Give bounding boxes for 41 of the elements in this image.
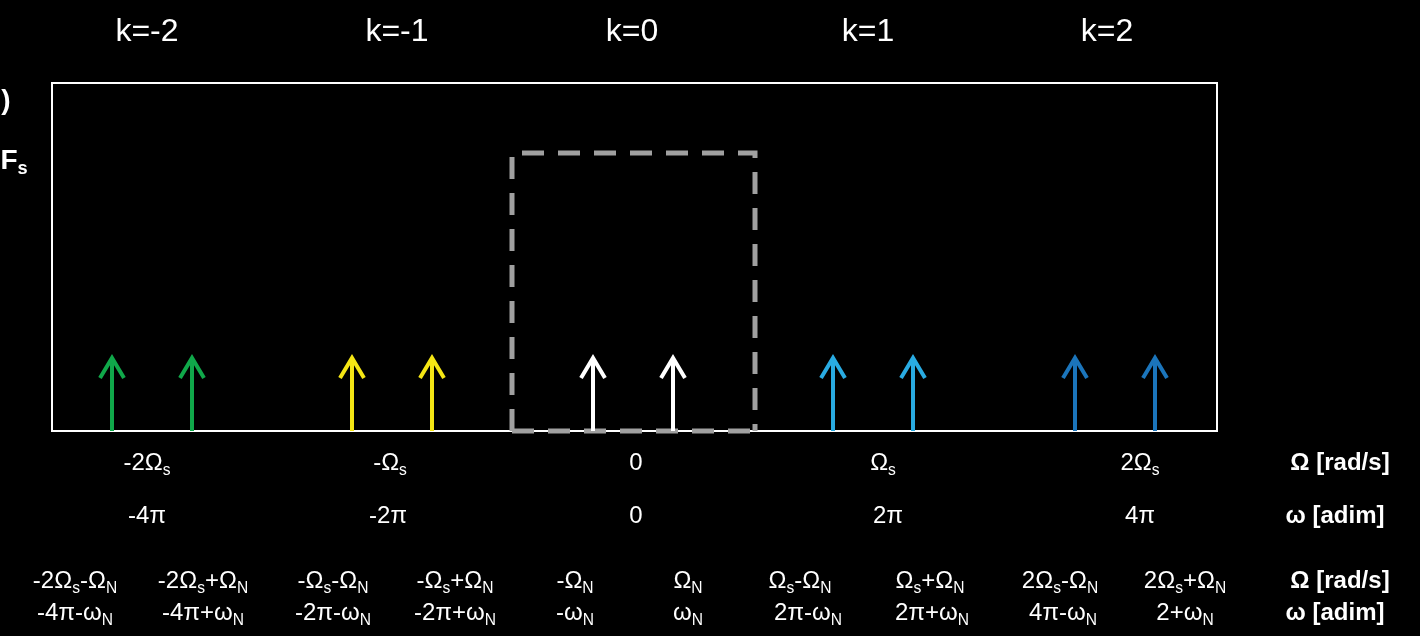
tick-label: 4π [1125,503,1155,527]
axis-label-fragment: F$_{s}$ [0,146,28,174]
axis-label-fragment: ) [1,86,11,114]
tick-label: -2π+ω$_{N}$ [414,600,496,624]
tick-label: Ω$_{s}$+Ω$_{N}$ [895,568,965,592]
k-label: k=-1 [365,14,429,46]
axis-unit-label: Ω [rad/s] [1290,450,1390,474]
tick-label: -Ω$_{s}$+Ω$_{N}$ [416,568,494,592]
tick-label: -Ω$_{s}$ [373,450,407,474]
tick-label: 2Ω$_{s}$-Ω$_{N}$ [1021,568,1099,592]
tick-label: -2Ω$_{s}$-Ω$_{N}$ [32,568,118,592]
tick-label: 2+ω$_{N}$ [1156,600,1214,624]
tick-label: -4π [128,503,166,527]
tick-label: 0 [629,450,643,474]
tick-label: Ω$_{s}$-Ω$_{N}$ [768,568,832,592]
axis-unit-label: ω [adim] [1285,600,1385,624]
tick-label: -4π-ω$_{N}$ [37,600,113,624]
tick-label: Ω$_{N}$ [673,568,703,592]
tick-label: -ω$_{N}$ [556,600,594,624]
tick-label: -Ω$_{N}$ [556,568,594,592]
k-label: k=2 [1080,14,1134,46]
tick-label: 0 [629,503,643,527]
tick-label: -2Ω$_{s}$ [123,450,171,474]
axis-unit-label: ω [adim] [1285,503,1385,527]
tick-label: 2π-ω$_{N}$ [774,600,842,624]
k-label: k=-2 [115,14,179,46]
tick-label: -2π-ω$_{N}$ [295,600,371,624]
tick-label: -Ω$_{s}$-Ω$_{N}$ [297,568,369,592]
tick-label: -2π [369,503,407,527]
tick-label: 2Ω$_{s}$ [1120,450,1160,474]
tick-label: -2Ω$_{s}$+Ω$_{N}$ [157,568,249,592]
tick-label: 4π-ω$_{N}$ [1029,600,1097,624]
axis-unit-label: Ω [rad/s] [1290,568,1390,592]
tick-label: -4π+ω$_{N}$ [162,600,244,624]
tick-label: ω$_{N}$ [673,600,703,624]
k-label: k=0 [605,14,659,46]
tick-label: 2Ω$_{s}$+Ω$_{N}$ [1143,568,1227,592]
k-label: k=1 [841,14,895,46]
tick-label: Ω$_{s}$ [870,450,896,474]
tick-label: 2π [873,503,903,527]
tick-label: 2π+ω$_{N}$ [895,600,969,624]
